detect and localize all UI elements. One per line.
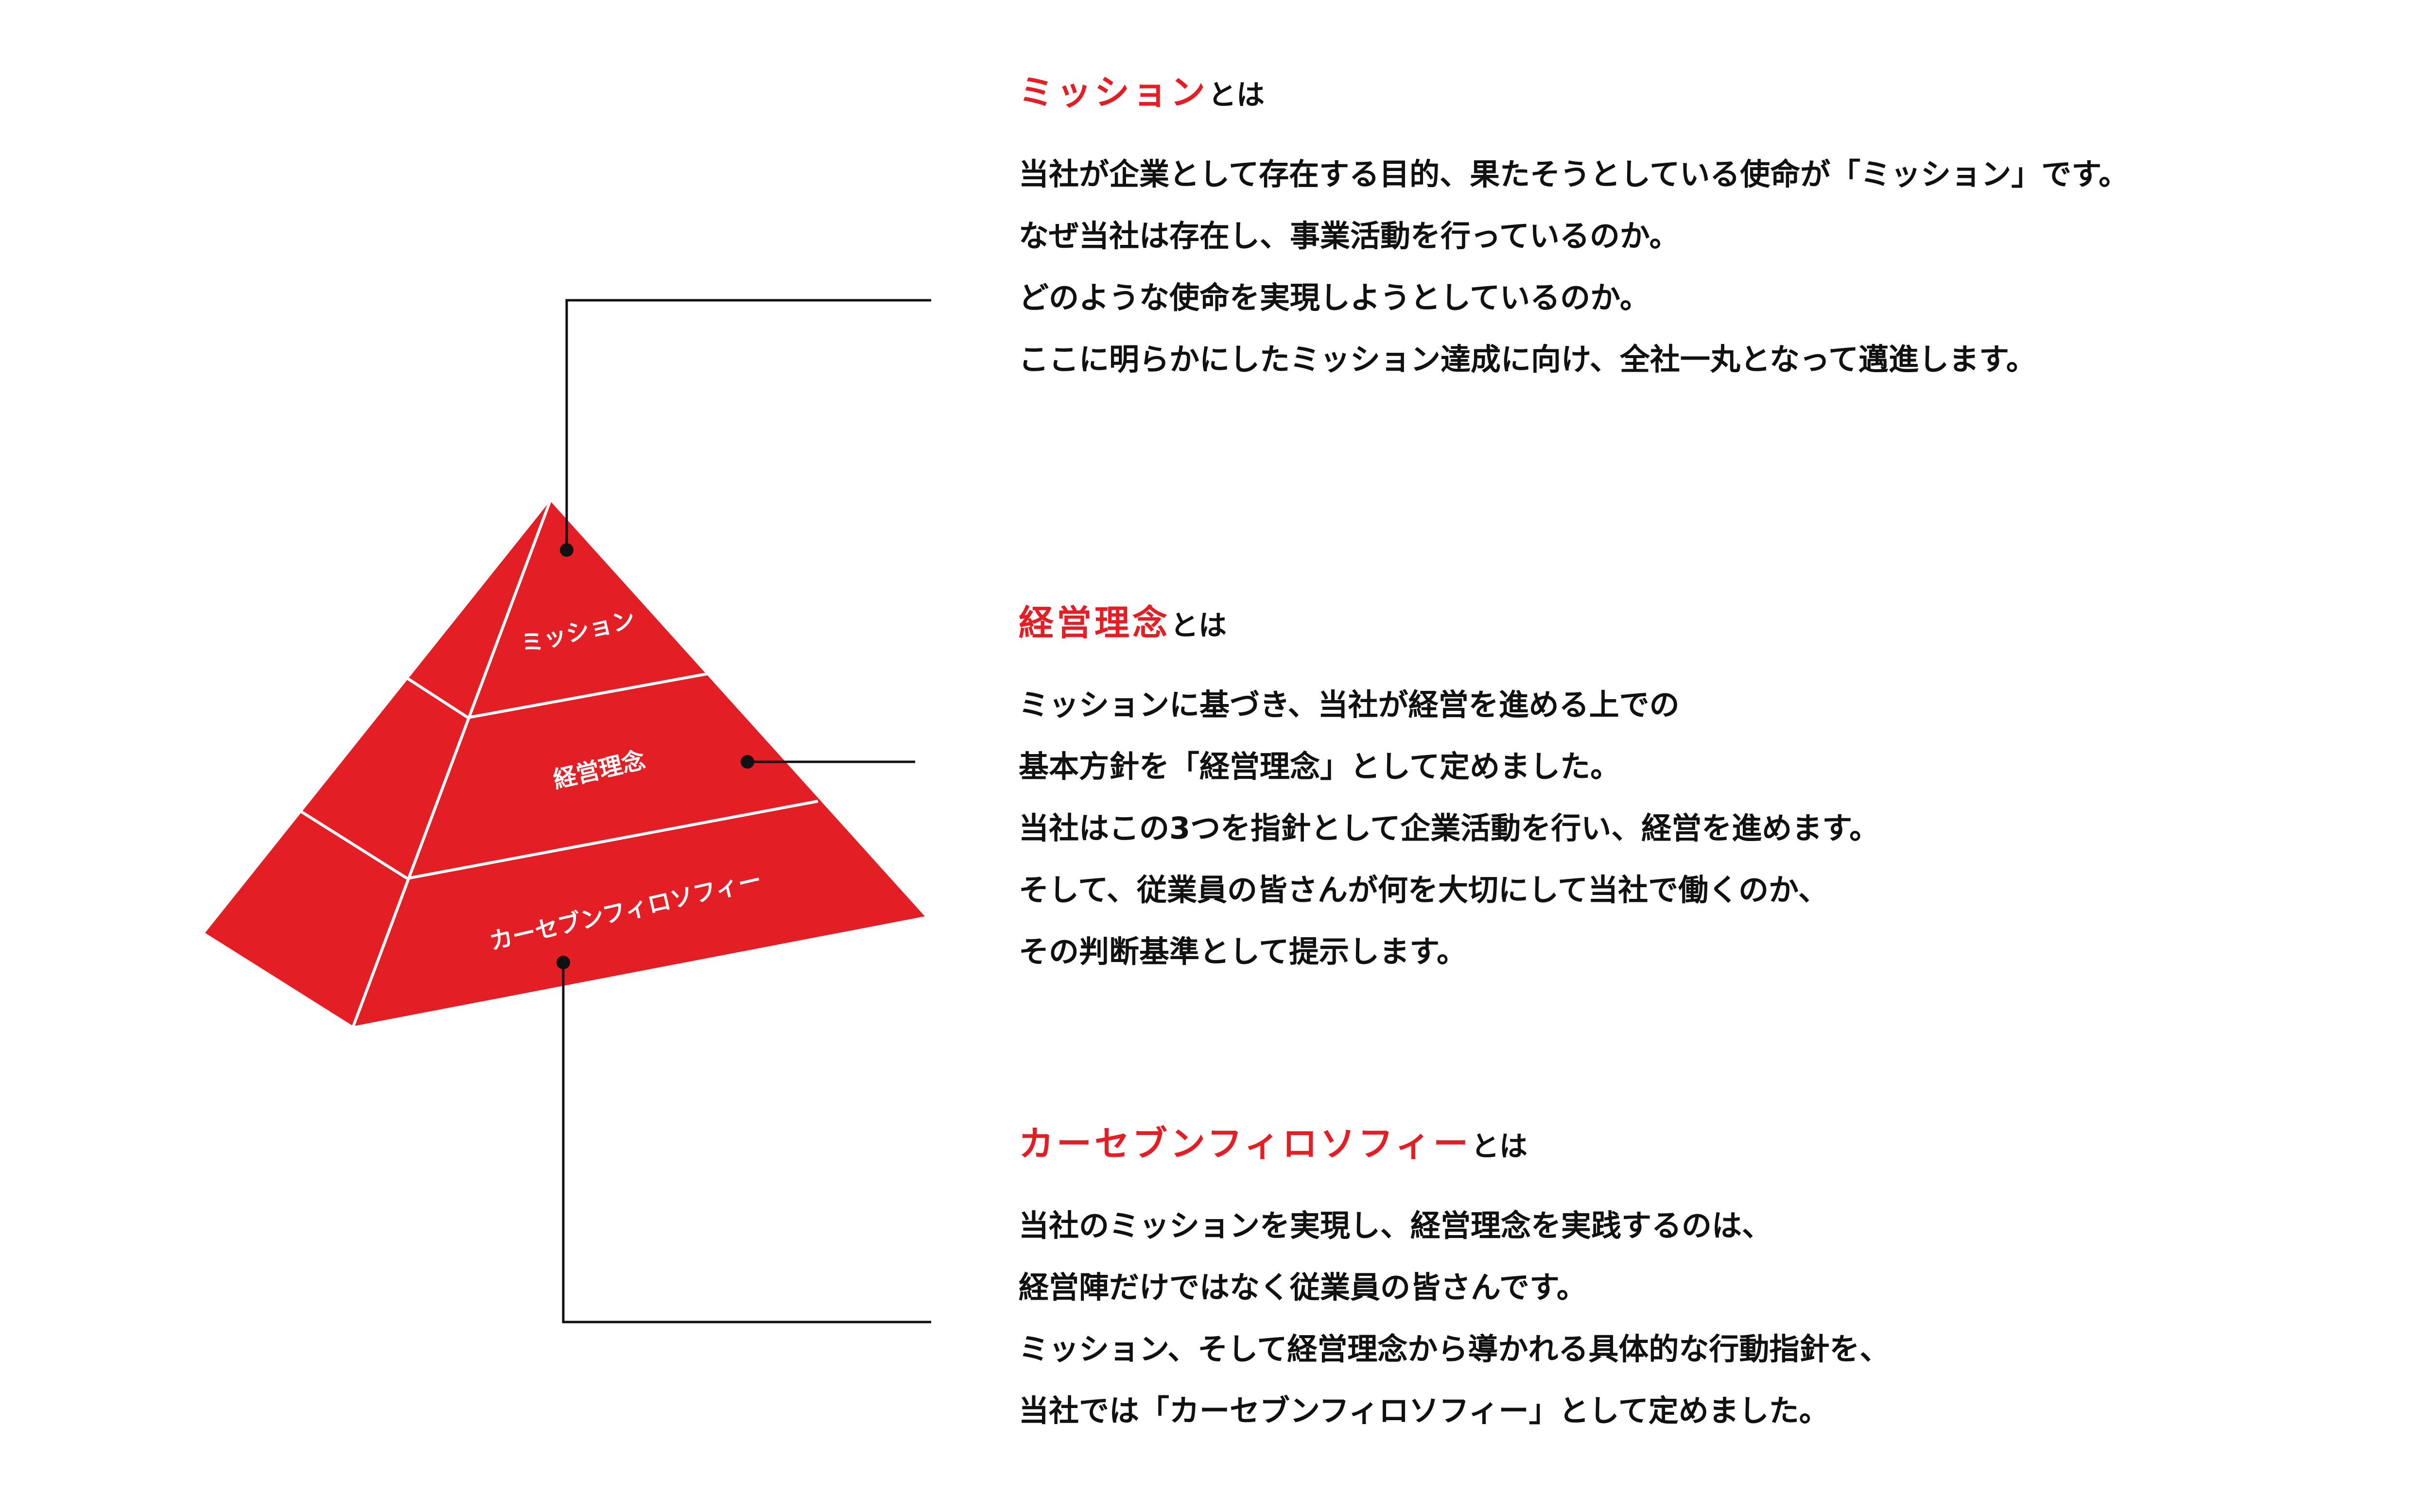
body-line: 当社が企業として存在する目的、果たそうとしている使命が「ミッション」です。: [1019, 156, 2129, 192]
heading-suffix: とは: [1170, 609, 1227, 642]
body-line: ミッション、そして経営理念から導かれる具体的な行動指針を、: [1019, 1331, 1890, 1367]
connector-carseven: [562, 962, 931, 1323]
section-heading: 経営理念とは: [1019, 599, 1879, 650]
section-heading: ミッションとは: [1019, 68, 2129, 119]
connector-mission: [565, 299, 931, 550]
section-mission: ミッションとは 当社が企業として存在する目的、果たそうとしている使命が「ミッショ…: [1019, 68, 2129, 390]
heading-suffix: とは: [1208, 78, 1265, 111]
connector-dot-philosophy: [741, 755, 754, 769]
body-line: どのような使命を実現しようとしているのか。: [1019, 280, 1650, 315]
pyramid-divider-1: [406, 672, 710, 720]
heading-term: 経営理念: [1019, 602, 1171, 643]
heading-suffix: とは: [1471, 1130, 1527, 1163]
body-line: ここに明らかにしたミッション達成に向け、全社一丸となって邁進します。: [1019, 342, 2036, 377]
connector-dot-carseven: [556, 956, 570, 969]
pyramid-divider-2: [300, 800, 818, 880]
pyramid-edge: [352, 500, 552, 1027]
connector-dot-mission: [560, 543, 573, 557]
pyramid-front-face: [353, 501, 925, 1026]
body-line: 当社のミッションを実現し、経営理念を実践するのは、: [1019, 1208, 1772, 1243]
section-carseven-philosophy: カーセブンフィロソフィーとは 当社のミッションを実現し、経営理念を実践するのは、…: [1019, 1119, 1890, 1442]
body-line: 基本方針を「経営理念」として定めました。: [1019, 749, 1621, 784]
heading-term: カーセブンフィロソフィー: [1019, 1123, 1471, 1164]
pyramid-left-face: [205, 501, 550, 1026]
section-philosophy: 経営理念とは ミッションに基づき、当社が経営を進める上での 基本方針を「経営理念…: [1019, 599, 1879, 982]
section-heading: カーセブンフィロソフィーとは: [1019, 1119, 1890, 1170]
body-line: その判断基準として提示します。: [1019, 934, 1467, 969]
body-line: なぜ当社は存在し、事業活動を行っているのか。: [1019, 218, 1680, 254]
body-line: 当社はこの3つを指針として企業活動を行い、経営を進めます。: [1019, 810, 1880, 846]
body-line: 経営陣だけではなく従業員の皆さんです。: [1019, 1270, 1587, 1305]
body-line: ミッションに基づき、当社が経営を進める上での: [1019, 687, 1680, 722]
heading-term: ミッション: [1019, 72, 1209, 113]
body-line: 当社では「カーセブンフィロソフィー」として定めました。: [1019, 1393, 1829, 1428]
body-line: そして、従業員の皆さんが何を大切にして当社で働くのか、: [1019, 872, 1828, 908]
